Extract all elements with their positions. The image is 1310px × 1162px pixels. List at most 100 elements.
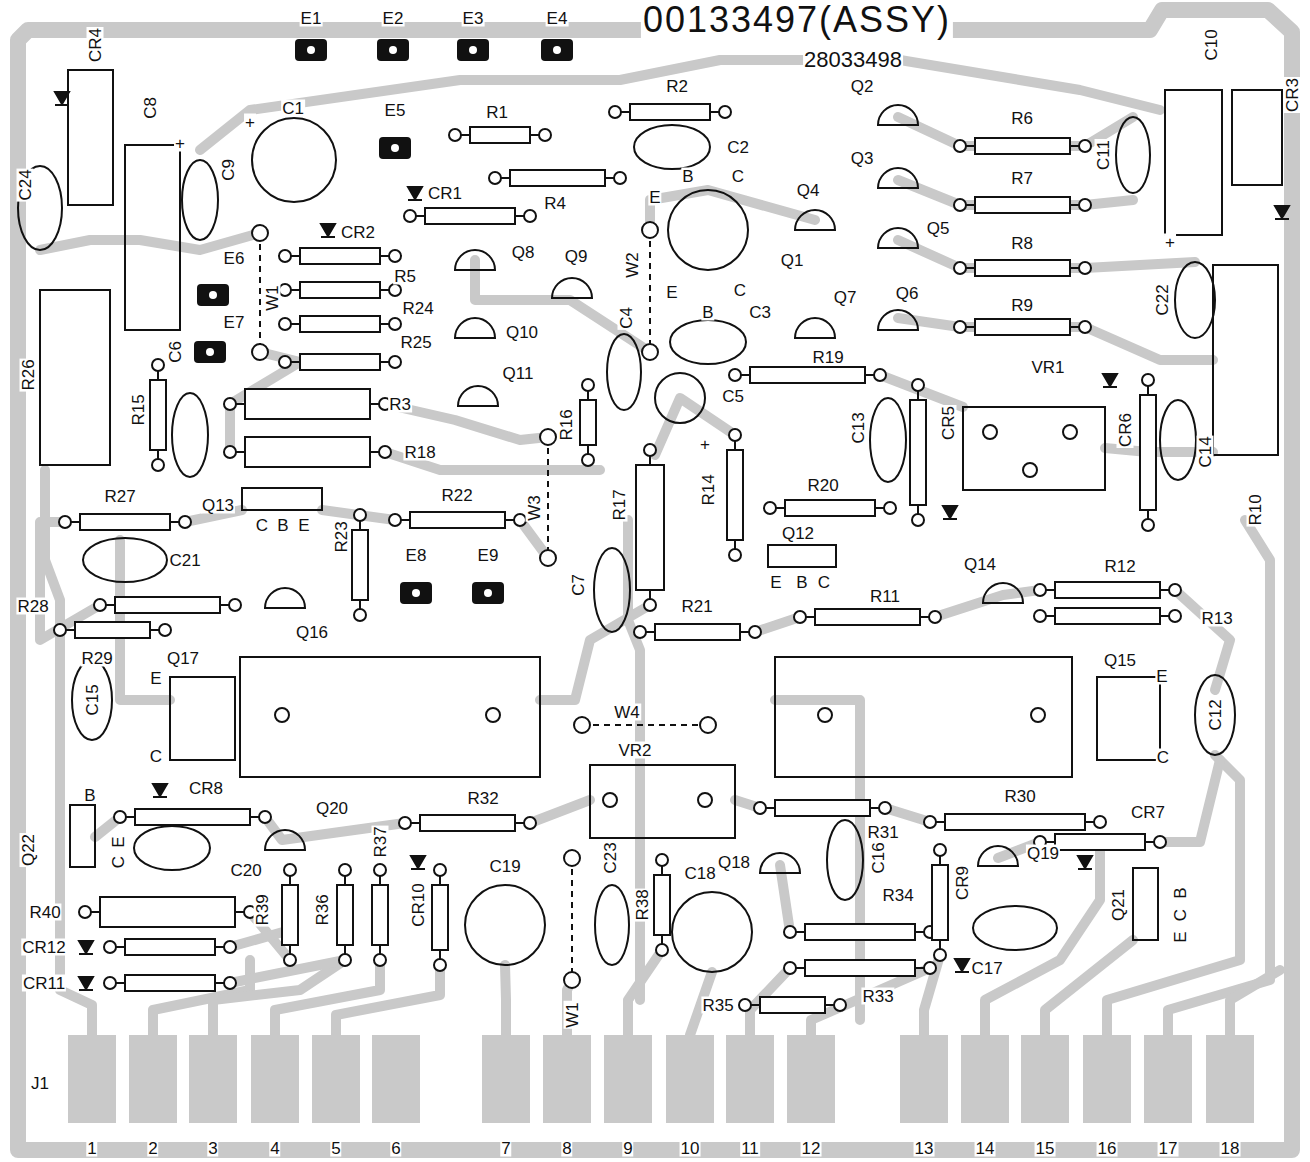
pin-letter: E [110,835,127,848]
reference-designator: C21 [168,552,201,569]
solder-pad [279,250,291,262]
solder-pad [379,446,391,458]
pin-letter: B [1172,886,1189,899]
reference-designator: C3 [748,304,772,321]
reference-designator: Q6 [895,285,920,302]
pin-number: 1 [86,1140,97,1157]
reference-designator: E1 [300,10,323,27]
round-component [252,118,336,202]
pin-number: 15 [1035,1140,1056,1157]
solder-pad [94,599,106,611]
resistor-symbol [125,939,215,955]
connector-name: J1 [30,1075,50,1092]
reference-designator: Q12 [781,525,815,542]
copper-trace [540,605,650,700]
solder-pad [924,962,936,974]
pin-letter: E [665,284,678,301]
component-outline [40,290,110,465]
pin-letter: E [648,189,661,206]
transistor-symbol [795,318,835,338]
reference-designator: Q1 [780,252,805,269]
terminal-pad [194,341,226,363]
solder-pad [642,222,658,238]
pin-letter: C [1156,749,1170,766]
wire-jumper [547,437,549,558]
solder-pad [834,999,846,1011]
pin-letter: B [83,787,96,804]
reference-designator: C16 [870,841,887,874]
reference-designator: R28 [16,598,49,615]
reference-designator: R33 [861,988,894,1005]
transistor-symbol [458,386,498,406]
reference-designator: Q7 [833,289,858,306]
reference-designator: R3 [388,396,412,413]
resistor-symbol [654,875,670,935]
solder-pad [279,284,291,296]
solder-pad [54,624,66,636]
component-outline [1133,868,1158,940]
solder-pad [729,549,741,561]
pin-letter: C [255,517,269,534]
diode-mark [1275,206,1289,219]
copper-trace [120,540,170,700]
reference-designator: R21 [680,598,713,615]
resistor-symbol [372,885,388,945]
solder-pad [449,129,461,141]
capacitor-symbol [172,393,208,477]
solder-pad [754,802,766,814]
reference-designator: E7 [223,314,246,331]
pin-number: 11 [740,1140,760,1157]
capacitor-symbol [594,548,630,632]
terminal-pad [400,582,432,604]
capacitor-symbol [870,398,906,482]
pin-number: 9 [622,1140,633,1157]
capacitor-symbol [634,125,710,169]
reference-designator: CR10 [410,882,427,927]
resistor-symbol [135,809,250,825]
solder-pad [79,906,91,918]
solder-pad [224,398,236,410]
solder-pad [564,972,580,988]
solder-pad [152,459,164,471]
capacitor-symbol [973,906,1057,950]
pin-number: 14 [975,1140,996,1157]
connector-finger [1144,1035,1192,1123]
terminal-pad [379,137,411,159]
reference-designator: C18 [683,865,716,882]
reference-designator: Q3 [850,150,875,167]
copper-trace [650,190,815,230]
reference-designator: C19 [488,858,521,875]
terminal-hole [206,348,214,356]
round-component [668,190,748,270]
reference-designator: CR8 [188,780,224,797]
reference-designator: CR7 [1130,804,1166,821]
copper-trace [40,233,260,250]
transistor-symbol [455,250,495,270]
reference-designator: C7 [570,573,587,597]
terminal-pad [457,39,489,61]
reference-designator: C8 [142,96,159,120]
connector-finger [189,1035,237,1123]
component-outline [1232,90,1282,185]
solder-pad [1142,374,1154,386]
polarity-mark: + [1164,234,1176,251]
resistor-symbol [775,800,870,816]
reference-designator: CR4 [87,27,104,63]
reference-designator: Q16 [295,624,329,641]
solder-pad [252,225,268,241]
reference-designator: C11 [1095,139,1112,171]
connector-finger [372,1035,420,1123]
connector-finger [726,1035,774,1123]
pin-letter: C [733,282,747,299]
pin-letter: C [149,748,163,765]
reference-designator: Q21 [1110,888,1127,922]
pin-letter: C [110,855,127,869]
reference-designator: CR12 [21,939,66,956]
resistor-symbol [300,248,380,264]
solder-pad [104,977,116,989]
pin-number: 3 [207,1140,218,1157]
pin-number: 8 [561,1140,572,1157]
solder-pad [434,864,446,876]
solder-pad [1094,816,1106,828]
